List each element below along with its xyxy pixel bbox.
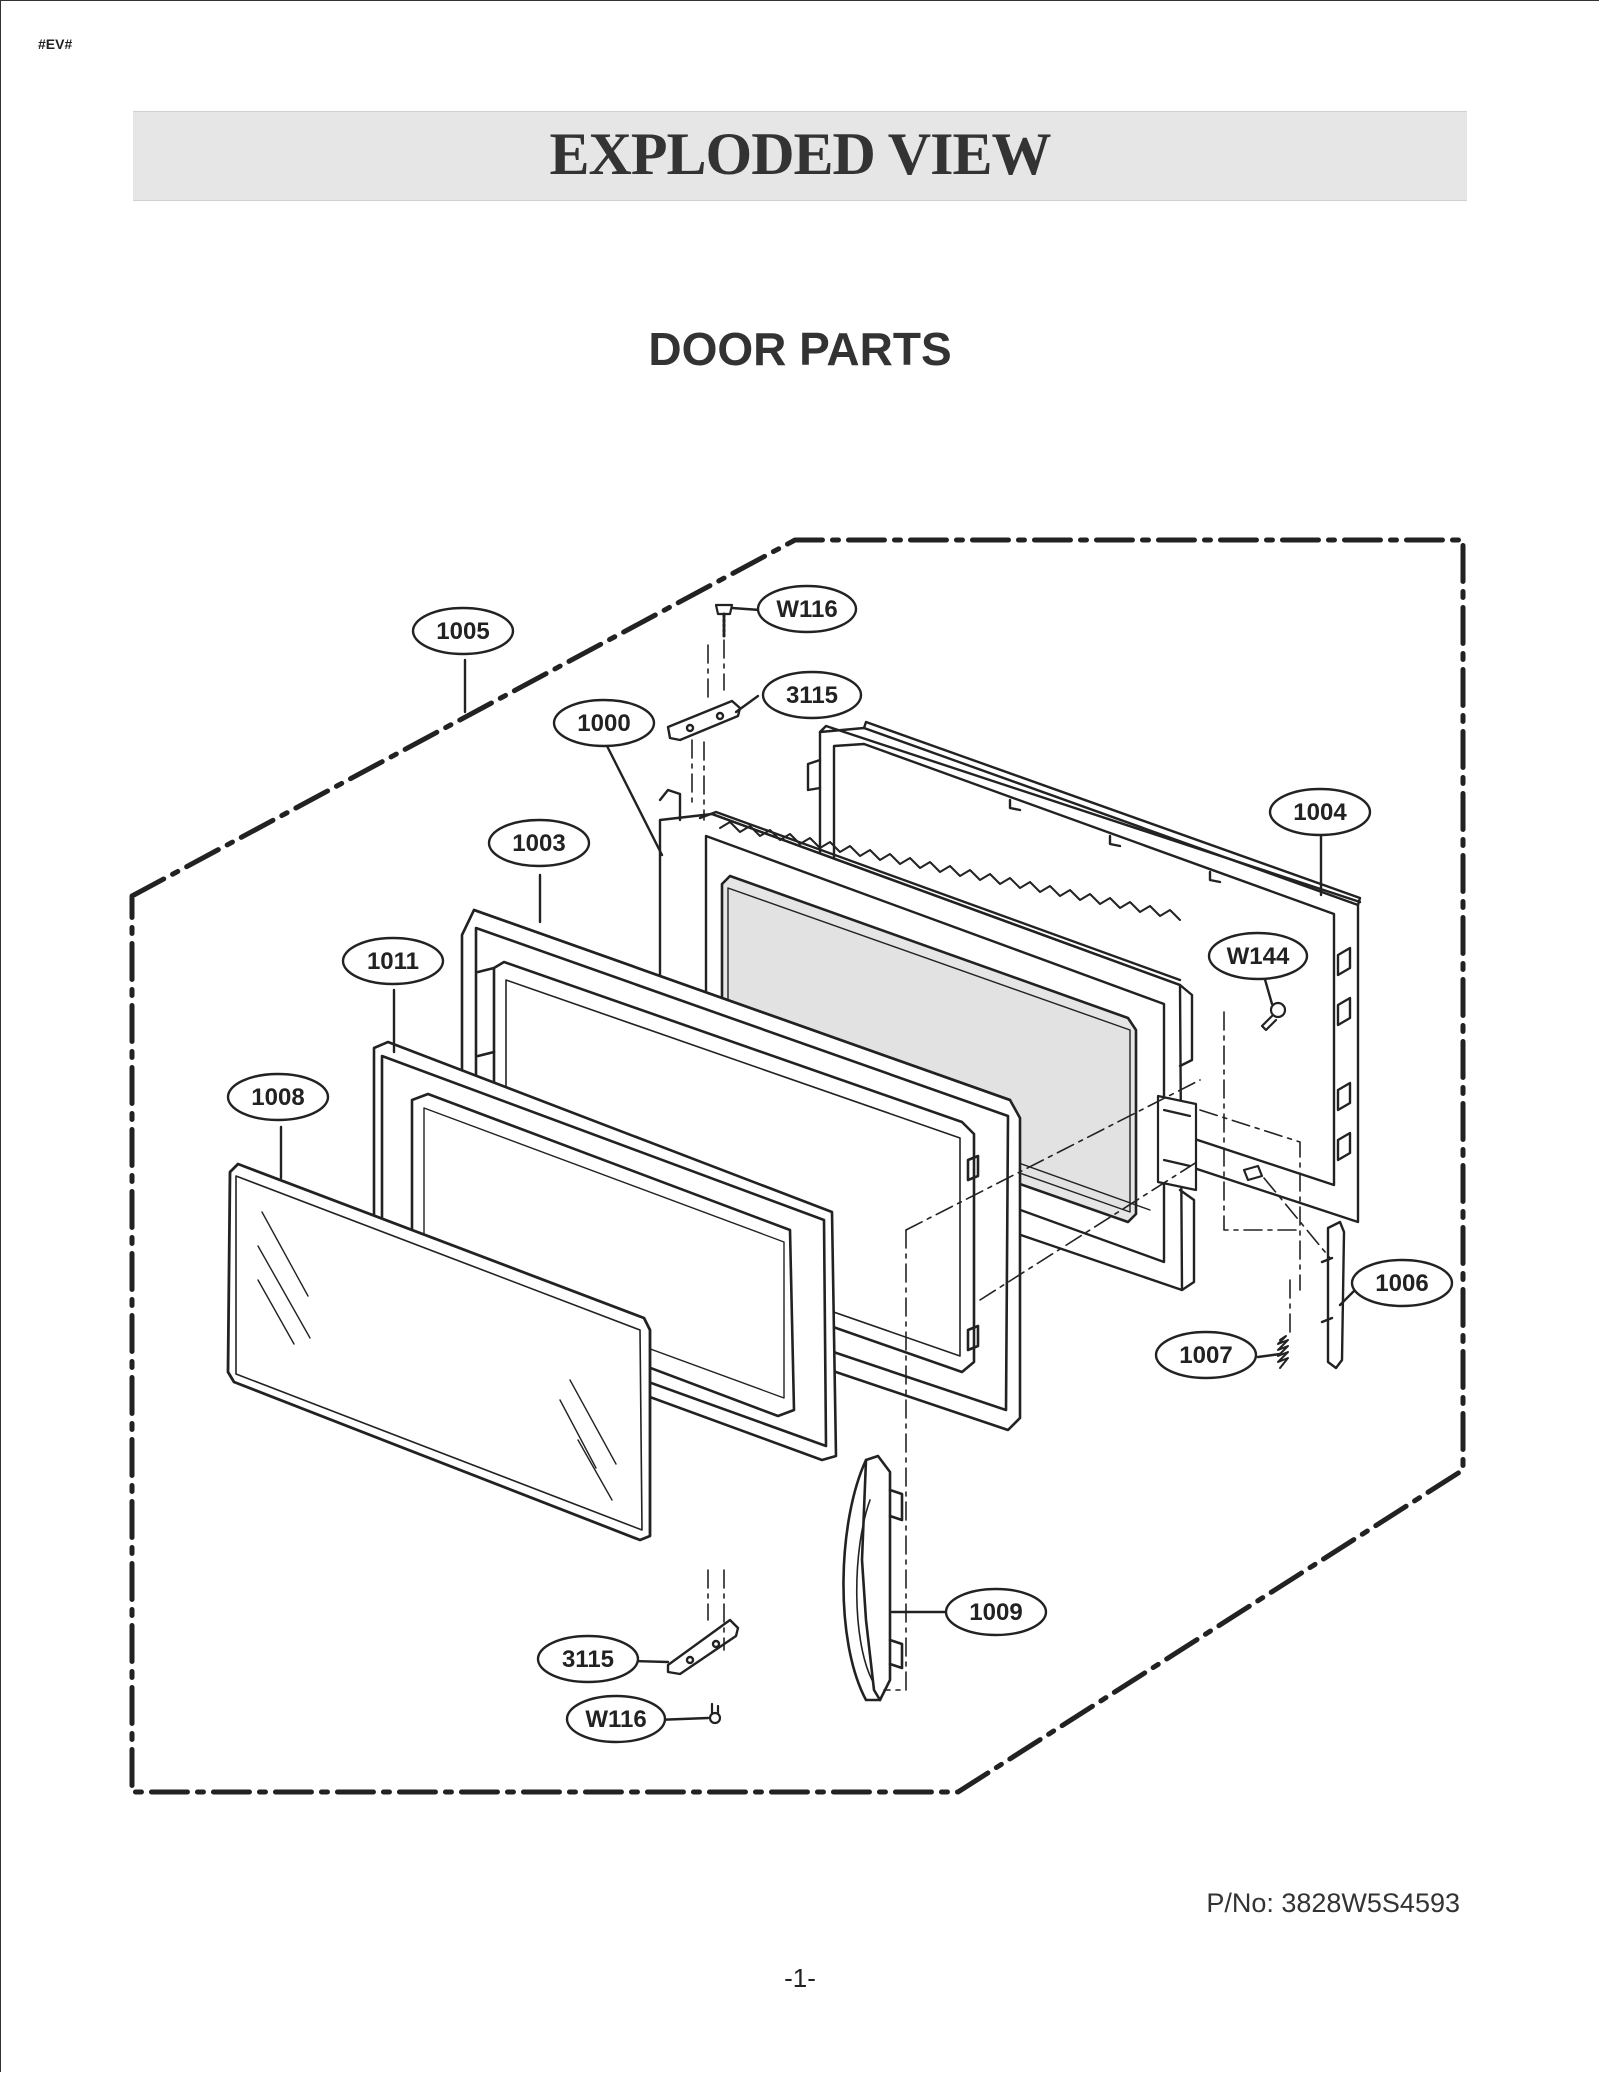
callout-w116-top: W116 bbox=[776, 596, 837, 623]
page-title: EXPLODED VIEW bbox=[549, 121, 1052, 187]
spring-1007 bbox=[1277, 1335, 1289, 1369]
door-glass-1008 bbox=[226, 1162, 652, 1542]
callout-1007: 1007 bbox=[1179, 1342, 1232, 1369]
title-band: EXPLODED VIEW bbox=[133, 111, 1467, 201]
callout-1005: 1005 bbox=[436, 618, 489, 645]
assembly-guides bbox=[691, 639, 1331, 1691]
callout-1000: 1000 bbox=[577, 710, 630, 737]
section-title: DOOR PARTS bbox=[648, 323, 952, 375]
screw-top-w116 bbox=[714, 603, 734, 638]
callout-w144: W144 bbox=[1227, 943, 1290, 970]
door-panel-1000 bbox=[646, 788, 1196, 1292]
callout-1011: 1011 bbox=[367, 948, 419, 975]
hinge-top-3115 bbox=[666, 699, 742, 742]
callout-w116-bottom: W116 bbox=[585, 1706, 646, 1733]
page-number: -1- bbox=[784, 1963, 816, 1993]
screw-w144 bbox=[1260, 1001, 1287, 1032]
callout-shapes bbox=[226, 584, 1454, 1744]
leader-lines bbox=[279, 606, 1362, 1722]
latch-1006 bbox=[1320, 1220, 1346, 1370]
assembly-boundary bbox=[129, 537, 1466, 1795]
document-tag: #EV# bbox=[38, 36, 73, 52]
part-number: P/No: 3828W5S4593 bbox=[1206, 1888, 1460, 1918]
screw-bottom-w116 bbox=[708, 1702, 722, 1725]
choke-frame-1011 bbox=[372, 1040, 838, 1462]
callout-1003: 1003 bbox=[512, 830, 565, 857]
callout-labels: W116 3115 1005 1000 1004 1003 1011 W144 … bbox=[251, 596, 1428, 1733]
callout-3115-top: 3115 bbox=[786, 682, 838, 709]
callout-1006: 1006 bbox=[1375, 1270, 1428, 1297]
door-handle-1009 bbox=[842, 1454, 904, 1702]
hinge-bottom-3115 bbox=[666, 1618, 740, 1676]
callout-3115-bottom: 3115 bbox=[562, 1646, 614, 1673]
callout-1009: 1009 bbox=[969, 1599, 1022, 1626]
interlock-bracket bbox=[1156, 1094, 1264, 1192]
callout-1008: 1008 bbox=[251, 1084, 304, 1111]
callout-1004: 1004 bbox=[1293, 799, 1347, 826]
